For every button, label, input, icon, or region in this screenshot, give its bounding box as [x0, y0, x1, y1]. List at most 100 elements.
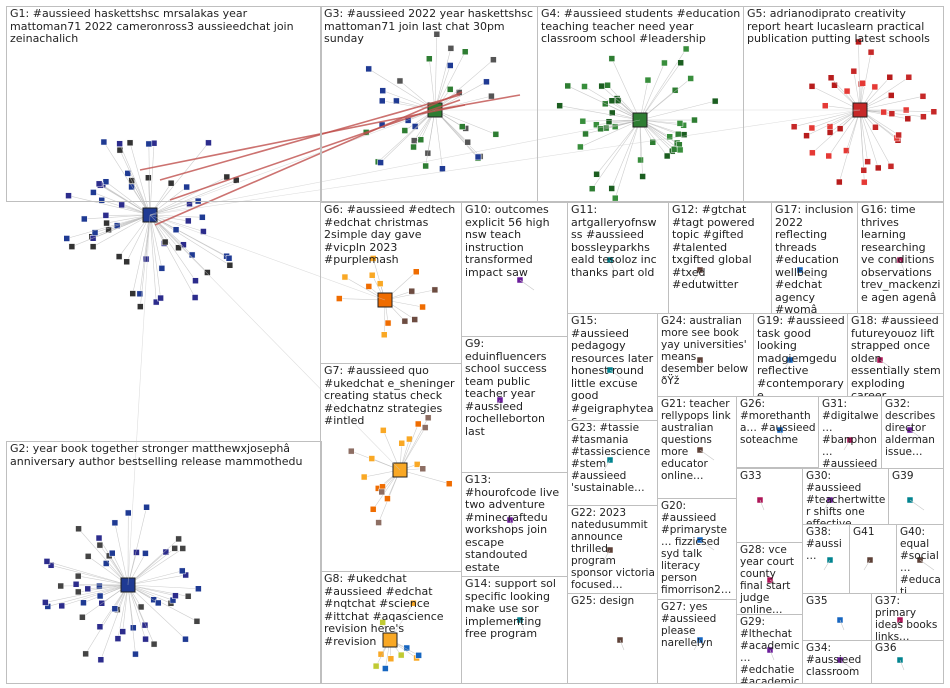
edge-225 [859, 109, 865, 171]
vertex-96 [175, 535, 182, 543]
vertex-125 [426, 55, 433, 63]
small-edge-14 [843, 439, 851, 451]
vertex-215 [886, 74, 894, 81]
vertex-161 [581, 83, 588, 90]
edge-33 [94, 214, 151, 233]
cross-edge-1 [149, 119, 641, 216]
vertex-37 [136, 290, 144, 298]
vertex-178 [608, 55, 616, 62]
vertex-139 [488, 92, 495, 100]
group-g8: G8: #ukedchat #aussieed #edchat #nqtchat… [320, 571, 462, 684]
vertex-276 [415, 652, 422, 659]
vertex-1 [81, 215, 88, 223]
group-g21-label: G21: teacher rellypops link australian q… [661, 398, 735, 482]
edge-39 [148, 143, 151, 216]
group-g30-label: G30: #aussieed #teachertwitter shifts on… [806, 470, 886, 525]
group-g23: G23: #tassie #tasmania #tassiescience #s… [567, 420, 658, 506]
group-g5-label: G5: adrianodiprato creativity report hea… [747, 7, 930, 45]
vertex-222 [821, 102, 829, 109]
group-g3-label: G3: #aussieed 2022 year haskettshsc matt… [324, 7, 537, 45]
vertex-182 [579, 117, 587, 125]
edge-94 [76, 583, 129, 586]
edge-158 [639, 119, 643, 177]
vertex-188 [676, 146, 684, 154]
vertex-60 [167, 179, 175, 187]
group-g25: G25: design [567, 593, 658, 684]
group-g12-label: G12: #gtchat #tagt powered topic #gifted… [672, 203, 759, 291]
vertex-192 [593, 171, 600, 178]
vertex-81 [74, 572, 82, 580]
vertex-22 [225, 254, 233, 262]
edge-199 [859, 109, 879, 169]
edge-218 [828, 109, 861, 157]
vertex-268 [387, 655, 395, 662]
vertex-98 [42, 599, 49, 606]
edge-100 [127, 584, 146, 640]
small-edge-6 [609, 369, 625, 381]
edge-131 [368, 68, 436, 111]
vertex-38 [205, 139, 212, 147]
vertex-77 [141, 621, 149, 629]
vertex-72 [82, 650, 89, 658]
group-g22: G22: 2023 natedusummit announce thrilled… [567, 505, 658, 594]
edge-262 [399, 469, 450, 484]
vertex-57 [161, 238, 169, 246]
edge-87 [127, 507, 147, 586]
edge-222 [859, 109, 934, 113]
vertex-205 [850, 67, 858, 75]
edge-104 [127, 584, 155, 645]
edge-48 [66, 214, 151, 239]
vertex-221 [836, 125, 844, 132]
vertex-106 [132, 650, 139, 658]
small-edge-3 [799, 269, 815, 281]
vertex-136 [447, 45, 455, 52]
edge-55 [149, 214, 161, 299]
vertex-122 [446, 86, 454, 93]
vertex-146 [459, 123, 466, 130]
vertex-127 [490, 56, 497, 63]
vertex-243 [376, 280, 384, 287]
vertex-66 [137, 603, 145, 611]
edge-86 [60, 584, 129, 587]
edge-18 [101, 200, 151, 216]
vertex-226 [860, 167, 868, 174]
group-g24-label: G24: australian more see book yay univer… [661, 315, 752, 387]
edge-175 [614, 119, 641, 199]
vertex-101 [142, 635, 149, 643]
edge-135 [434, 48, 452, 111]
group-g37: G37: primary ideas books links… [871, 593, 944, 641]
edge-246 [384, 289, 435, 301]
group-g18-label: G18: #aussieed futureyouoz lift strapped… [851, 314, 944, 397]
edge-181 [582, 119, 641, 122]
edge-11 [149, 180, 237, 216]
cross-edge-5 [149, 214, 386, 301]
group-g27: G27: yes #aussieed please narellelyn [657, 599, 737, 684]
edge-0 [84, 214, 151, 220]
vertex-155 [661, 59, 668, 67]
vertex-249 [368, 271, 376, 279]
edge-105 [127, 584, 136, 655]
group-g15-label: G15: #aussieed pedagogy resources later … [571, 314, 657, 421]
group-g35-label: G35 [806, 595, 828, 607]
cross-edge-0 [149, 109, 436, 216]
vertex-100 [109, 549, 116, 557]
group-g11: G11: artgalleryofnsw ss #aussieed bossle… [567, 202, 669, 314]
vertex-275 [372, 662, 380, 670]
small-edge-11 [603, 459, 611, 471]
edge-232 [839, 109, 861, 183]
group-g40: G40: equal #social… #educati… [896, 524, 944, 594]
group-g16-label: G16: time thrives learning researching v… [861, 203, 941, 304]
vertex-259 [368, 455, 376, 462]
edge-43 [119, 143, 151, 216]
edge-166 [580, 119, 641, 148]
vertex-219 [825, 152, 832, 160]
group-g10-label: G10: outcomes explicit 56 high nsw teach… [465, 203, 554, 279]
vertex-162 [605, 118, 613, 125]
vertex-53 [185, 217, 192, 225]
small-edge-24 [769, 579, 785, 591]
group-g26: G26: #morethantha… #aussieed sotеachme [736, 396, 819, 468]
vertex-218 [808, 83, 816, 90]
vertex-64 [130, 624, 137, 632]
vertex-220 [895, 131, 902, 139]
edge-259 [399, 423, 419, 471]
